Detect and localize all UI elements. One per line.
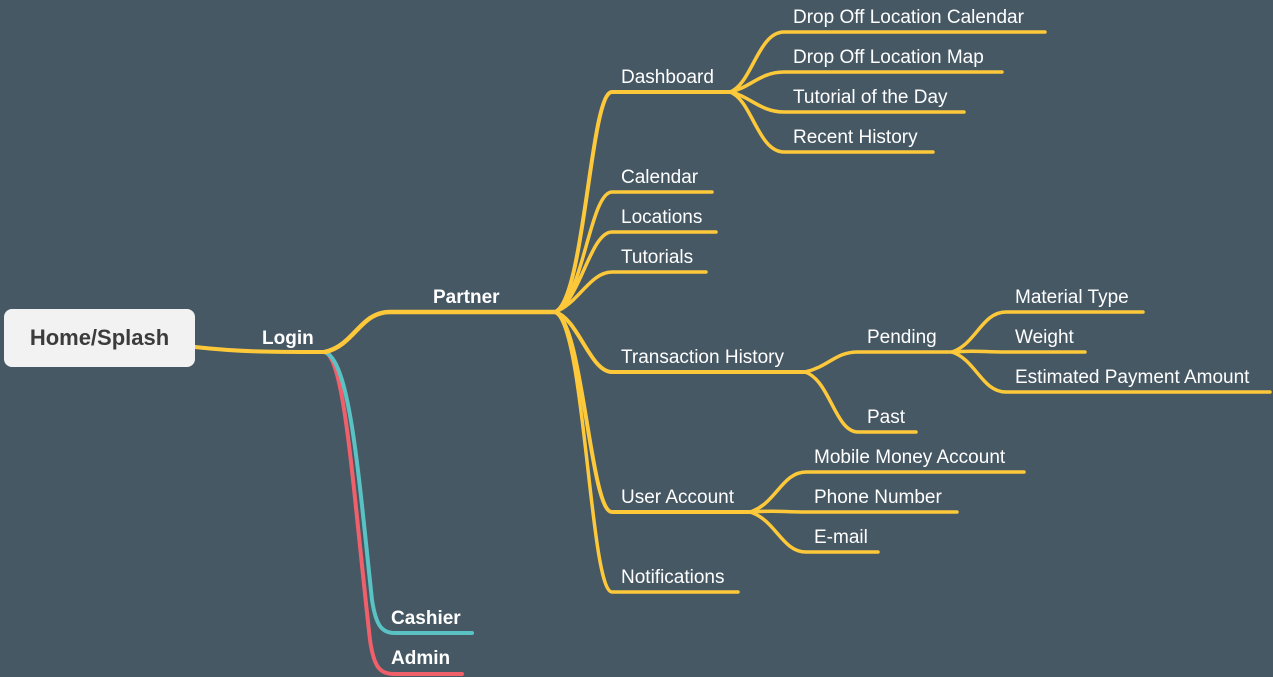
node-dashboard[interactable]: Dashboard	[621, 67, 714, 88]
node-transaction-history[interactable]: Transaction History	[621, 347, 784, 368]
node-mobile-money-account[interactable]: Mobile Money Account	[814, 447, 1006, 468]
node-admin[interactable]: Admin	[391, 648, 451, 669]
node-weight[interactable]: Weight	[1015, 327, 1074, 348]
connector-pending-material	[950, 310, 1145, 354]
connector-dashboard-recent	[728, 90, 935, 154]
node-recent-history[interactable]: Recent History	[793, 127, 918, 148]
connector-root-login	[193, 345, 327, 354]
connector-partner-notifications	[553, 310, 740, 594]
connector-pending-weight	[950, 349, 1087, 354]
connector-transaction-pending	[803, 350, 954, 374]
connector-transaction-past	[803, 370, 918, 434]
node-login[interactable]: Login	[262, 328, 314, 349]
node-partner[interactable]: Partner	[433, 287, 500, 308]
node-calendar[interactable]: Calendar	[621, 167, 699, 188]
connector-useraccount-email	[748, 510, 880, 554]
root-node-home-splash[interactable]: Home/Splash	[4, 309, 195, 367]
node-past[interactable]: Past	[867, 407, 906, 428]
node-tutorials[interactable]: Tutorials	[621, 247, 694, 268]
node-pending[interactable]: Pending	[867, 327, 937, 348]
connector-dashboard-dolmap	[728, 70, 1004, 94]
node-tutorial-of-the-day[interactable]: Tutorial of the Day	[793, 87, 948, 108]
connector-login-admin	[323, 350, 464, 676]
connector-partner-transaction	[553, 310, 807, 374]
node-estimated-payment-amount[interactable]: Estimated Payment Amount	[1015, 367, 1250, 388]
connector-dashboard-dolcalendar	[728, 30, 1047, 94]
node-locations[interactable]: Locations	[621, 207, 703, 228]
connector-login-cashier	[323, 350, 474, 635]
connector-partner-dashboard	[553, 90, 732, 314]
node-e-mail[interactable]: E-mail	[814, 527, 868, 548]
connector-pending-estimated	[950, 350, 1272, 394]
node-drop-off-location-map[interactable]: Drop Off Location Map	[793, 47, 984, 68]
connector-partner-tutorials	[553, 270, 708, 314]
node-cashier[interactable]: Cashier	[391, 608, 461, 629]
node-user-account[interactable]: User Account	[621, 487, 734, 508]
node-notifications[interactable]: Notifications	[621, 567, 725, 588]
node-phone-number[interactable]: Phone Number	[814, 487, 942, 508]
connector-useraccount-mobile	[748, 470, 1026, 514]
connector-useraccount-phone	[748, 509, 959, 514]
node-material-type[interactable]: Material Type	[1015, 287, 1129, 308]
connector-login-partner	[322, 309, 558, 355]
node-drop-off-location-calendar[interactable]: Drop Off Location Calendar	[793, 7, 1024, 28]
